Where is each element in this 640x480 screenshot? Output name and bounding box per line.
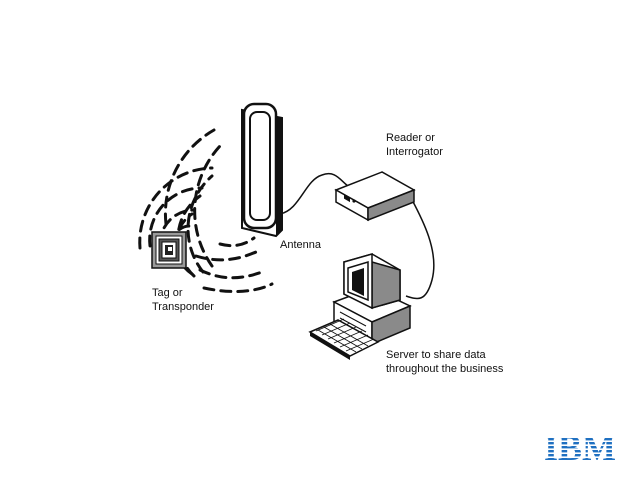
server-label: Server to share data throughout the busi… [386,348,503,376]
computer-icon [332,253,412,346]
server-label-line1: Server to share data [386,349,486,361]
antenna-icon [241,102,283,238]
ibm-logo: IBM [544,430,616,462]
reader-label-line1: Reader or [386,132,435,144]
ibm-logo-text: IBM [544,430,616,462]
tag-label: Tag or Transponder [152,286,214,314]
keyboard-icon [308,318,380,360]
tag-icon [151,231,187,269]
server-label-line2: throughout the business [386,363,504,375]
antenna-label-text: Antenna [280,239,321,251]
antenna-label: Antenna [280,238,321,252]
reader-icon [334,171,416,222]
reader-label-line2: Interrogator [386,146,443,158]
tag-label-line1: Tag or [152,287,183,299]
cable [279,173,435,300]
reader-label: Reader or Interrogator [386,131,443,159]
tag-label-line2: Transponder [152,301,214,313]
